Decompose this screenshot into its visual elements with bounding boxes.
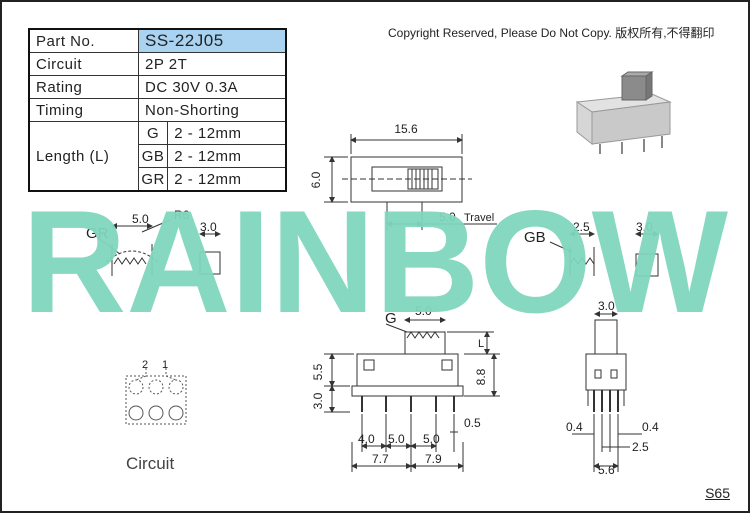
top-height-text: 6.0	[309, 171, 323, 188]
side-pin-left-text: 0.4	[566, 420, 583, 434]
gb-width-text: 2.5	[573, 220, 590, 234]
side-view	[572, 311, 642, 472]
spec-row-part-no: Part No. SS-22J05	[28, 28, 287, 53]
length-type-gr: GR	[137, 167, 169, 192]
circuit-label: Circuit	[126, 454, 174, 473]
gr-actuator-detail	[97, 219, 221, 276]
length-type-gb: GB	[137, 144, 169, 168]
side-pin-right-text: 0.4	[642, 420, 659, 434]
body-h2-text: 3.0	[311, 392, 325, 409]
top-width-text: 15.6	[394, 122, 418, 136]
side-width-text: 5.6	[598, 463, 615, 477]
circuit-label: Circuit	[28, 52, 139, 76]
travel-label: Travel	[464, 212, 494, 224]
top-view	[324, 134, 497, 230]
pitch-1-text: 4.0	[358, 432, 375, 446]
pitch-2-text: 5.0	[388, 432, 405, 446]
length-label: Length (L)	[28, 121, 139, 192]
spec-table: Part No. SS-22J05 Circuit 2P 2T Rating D…	[28, 28, 287, 192]
pin-width-text: 0.5	[464, 416, 481, 430]
page-code: S65	[705, 485, 730, 501]
gb-label: GB	[524, 229, 546, 246]
travel-text: 5.0	[439, 210, 456, 224]
side-gap-text: 2.5	[632, 440, 649, 454]
timing-label: Timing	[28, 98, 139, 122]
gr-label: GR	[86, 225, 109, 242]
pitch-3-text: 5.0	[423, 432, 440, 446]
rating-label: Rating	[28, 75, 139, 99]
part-no-value: SS-22J05	[138, 28, 287, 53]
gb-side-text: 3.0	[636, 220, 653, 234]
spec-row-length-gr: GR 2 - 12mm	[29, 167, 287, 192]
circuit-pin-1: 1	[162, 359, 168, 371]
g-width-text: 5.0	[415, 304, 432, 318]
length-value-gr: 2 - 12mm	[167, 167, 287, 192]
gr-width-text: 5.0	[132, 212, 149, 226]
length-value-gb: 2 - 12mm	[167, 144, 287, 168]
g-label: G	[385, 310, 397, 327]
gb-actuator-detail	[549, 231, 659, 277]
product-isometric	[575, 71, 672, 154]
copyright-notice: Copyright Reserved, Please Do Not Copy. …	[388, 26, 715, 40]
gr-side-text: 3.0	[200, 220, 217, 234]
half-1-text: 7.7	[372, 452, 389, 466]
length-type-g: G	[137, 121, 169, 145]
circuit-pin-2: 2	[142, 359, 148, 371]
total-h-text: 8.8	[474, 368, 488, 385]
circuit-diagram	[125, 368, 187, 425]
body-h1-text: 5.5	[311, 363, 325, 380]
front-base	[351, 385, 464, 397]
spec-row-rating: Rating DC 30V 0.3A	[28, 75, 287, 99]
rainbow-watermark: RAINBOW	[22, 180, 728, 343]
spec-row-length-gb: GB 2 - 12mm	[29, 144, 287, 168]
side-top-text: 3.0	[598, 299, 615, 313]
spec-row-length-g: Length (L) G 2 - 12mm	[28, 121, 287, 192]
gr-radius-text: R6	[174, 208, 190, 222]
spec-row-timing: Timing Non-Shorting	[28, 98, 287, 122]
front-view	[324, 317, 500, 472]
rating-value: DC 30V 0.3A	[138, 75, 287, 99]
length-value-g: 2 - 12mm	[167, 121, 287, 145]
side-body	[585, 353, 627, 391]
half-2-text: 7.9	[425, 452, 442, 466]
l-label: L	[478, 338, 484, 350]
